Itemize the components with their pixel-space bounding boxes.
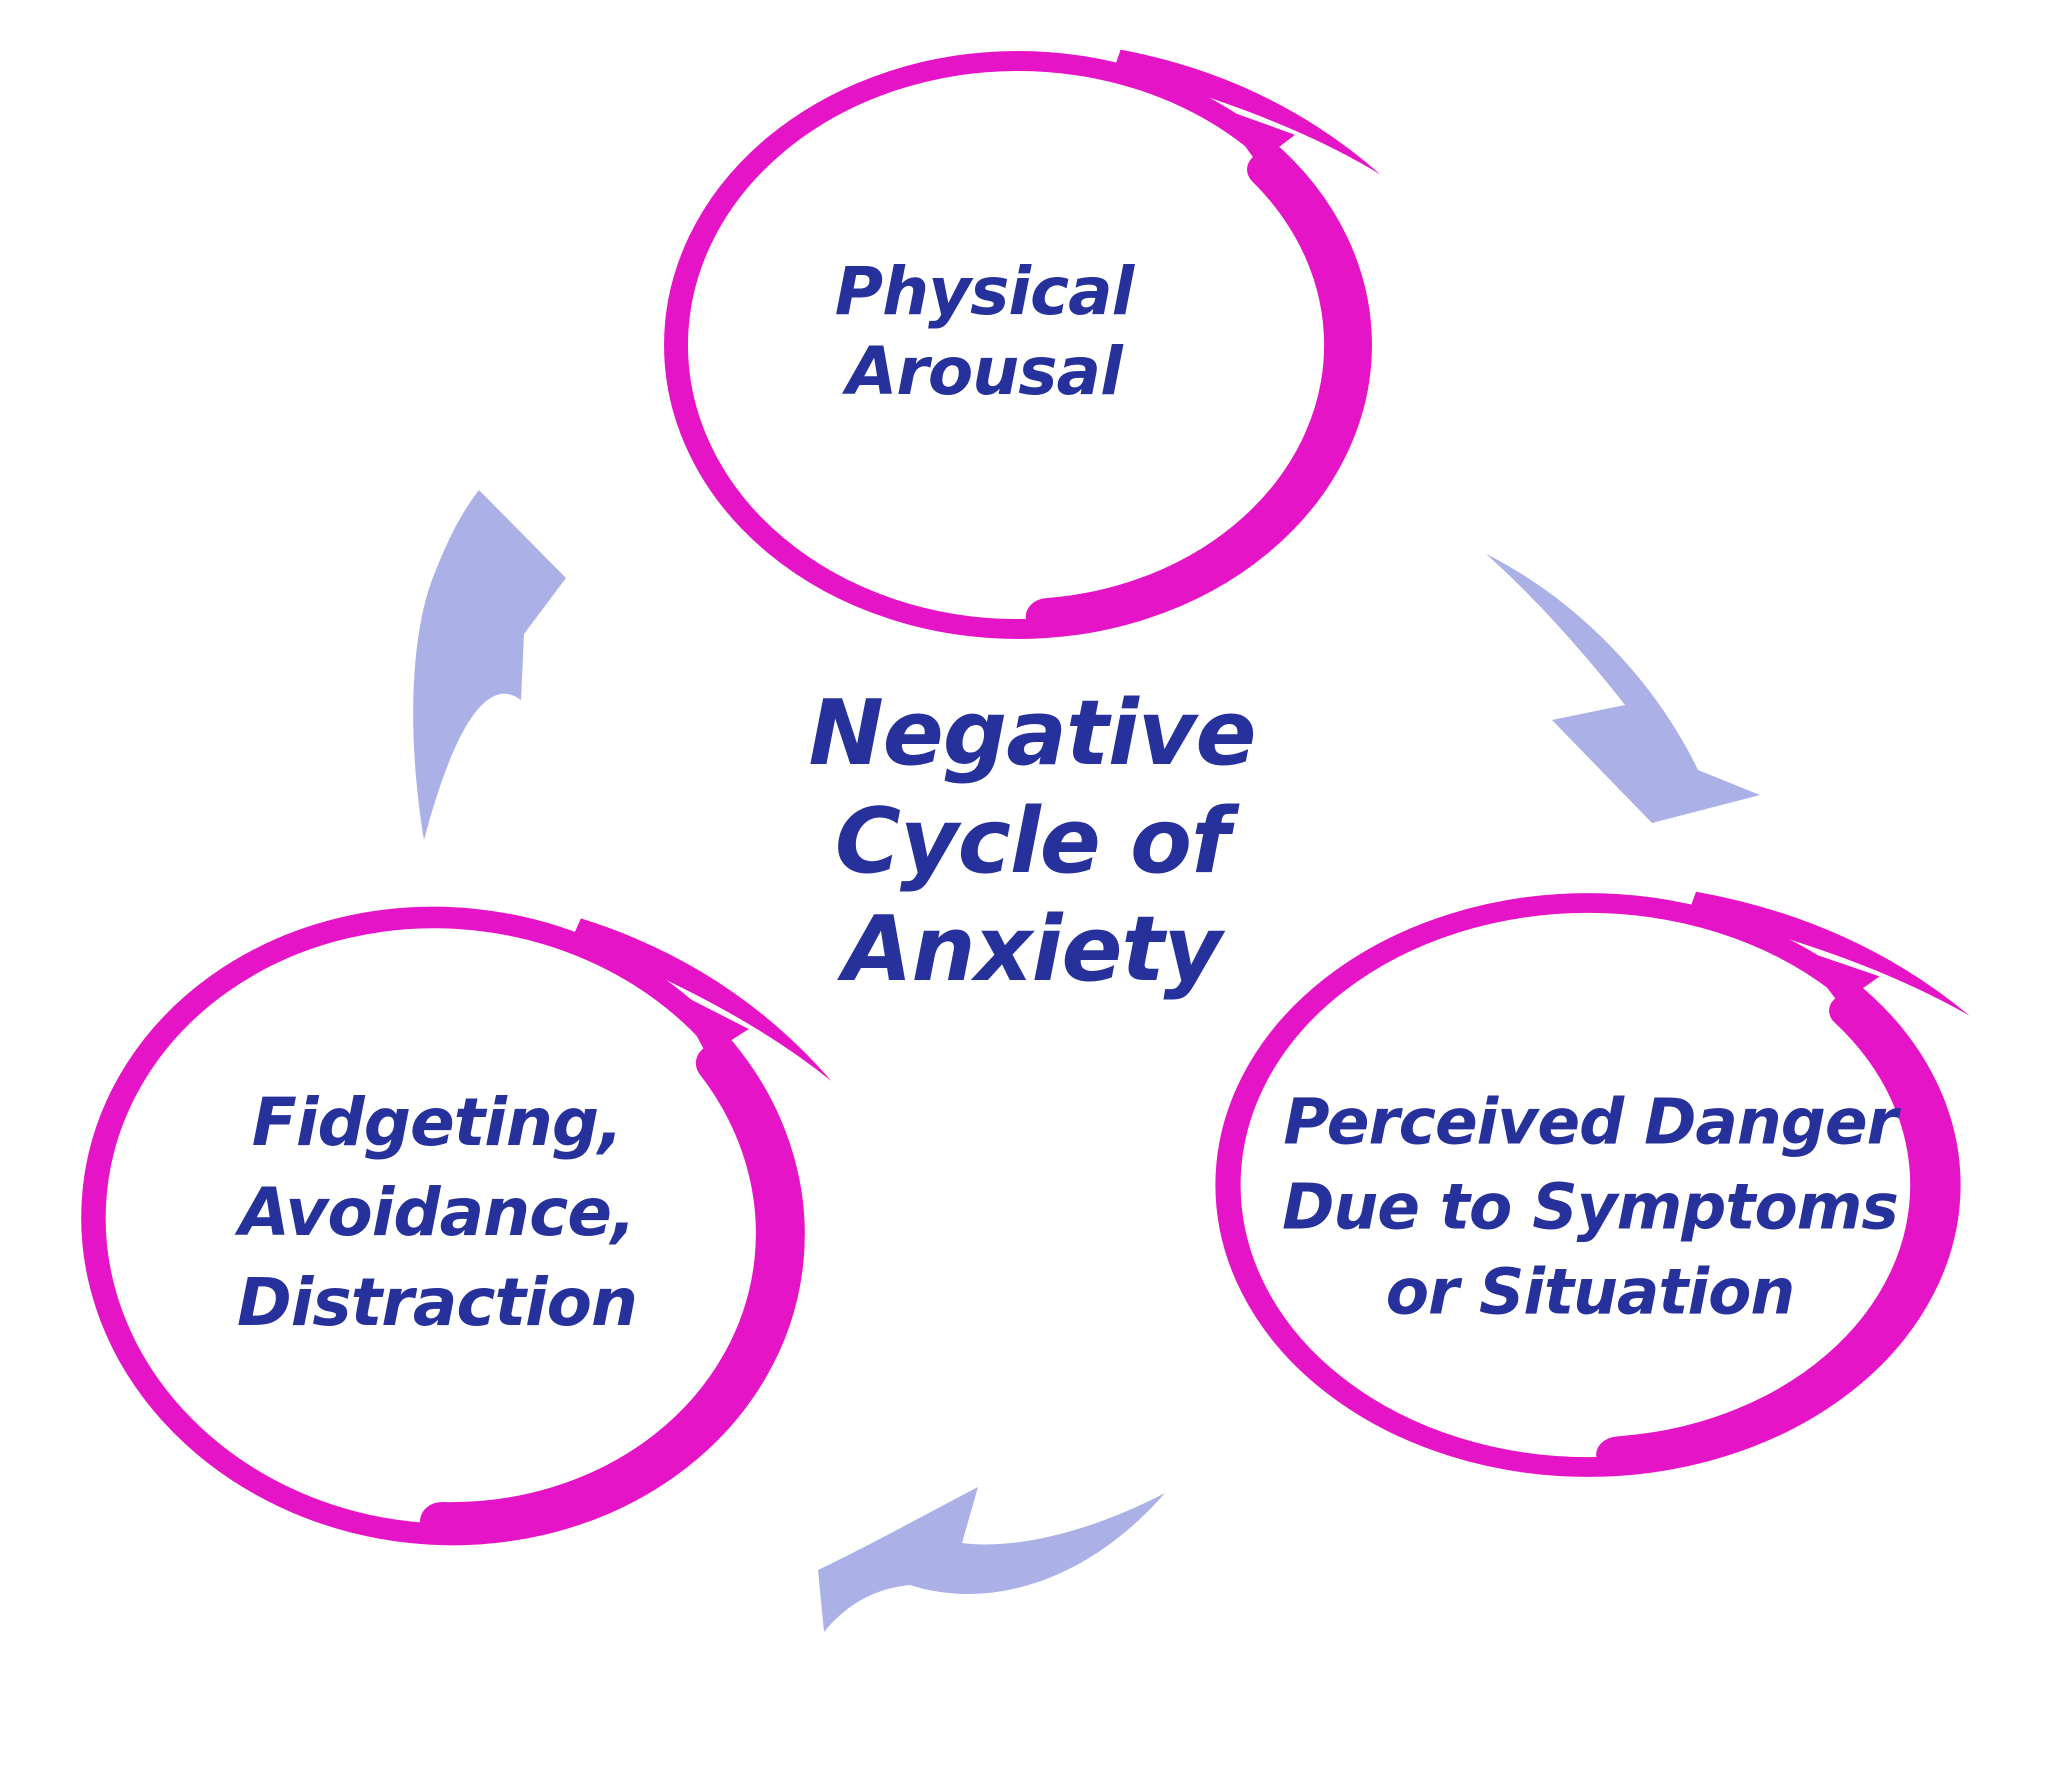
- node-label-physical-arousal: Physical Arousal: [834, 252, 1135, 412]
- center-title: Negative Cycle of Anxiety: [808, 680, 1256, 1004]
- node-label-line: Distraction: [237, 1264, 638, 1341]
- node-label-line: Fidgeting,: [251, 1084, 623, 1161]
- center-title-line: Cycle of: [834, 789, 1230, 894]
- node-label-line: or Situation: [1385, 1255, 1796, 1329]
- node-label-perceived-danger: Perceived Danger Due to Symptoms or Situ…: [1282, 1080, 1899, 1335]
- arrow-fidgeting-to-physical: [413, 490, 566, 840]
- arrow-danger-to-fidgeting: [818, 1487, 1165, 1632]
- arrow-physical-to-danger: [1486, 554, 1760, 823]
- node-label-line: Avoidance,: [238, 1174, 636, 1251]
- center-title-line: Negative: [808, 681, 1256, 786]
- node-label-line: Arousal: [846, 333, 1122, 410]
- center-title-line: Anxiety: [842, 897, 1222, 1002]
- node-label-fidgeting-avoidance-distraction: Fidgeting, Avoidance, Distraction: [237, 1078, 638, 1348]
- node-label-line: Physical: [834, 253, 1135, 330]
- node-label-line: Perceived Danger: [1283, 1085, 1897, 1159]
- node-label-line: Due to Symptoms: [1282, 1170, 1899, 1244]
